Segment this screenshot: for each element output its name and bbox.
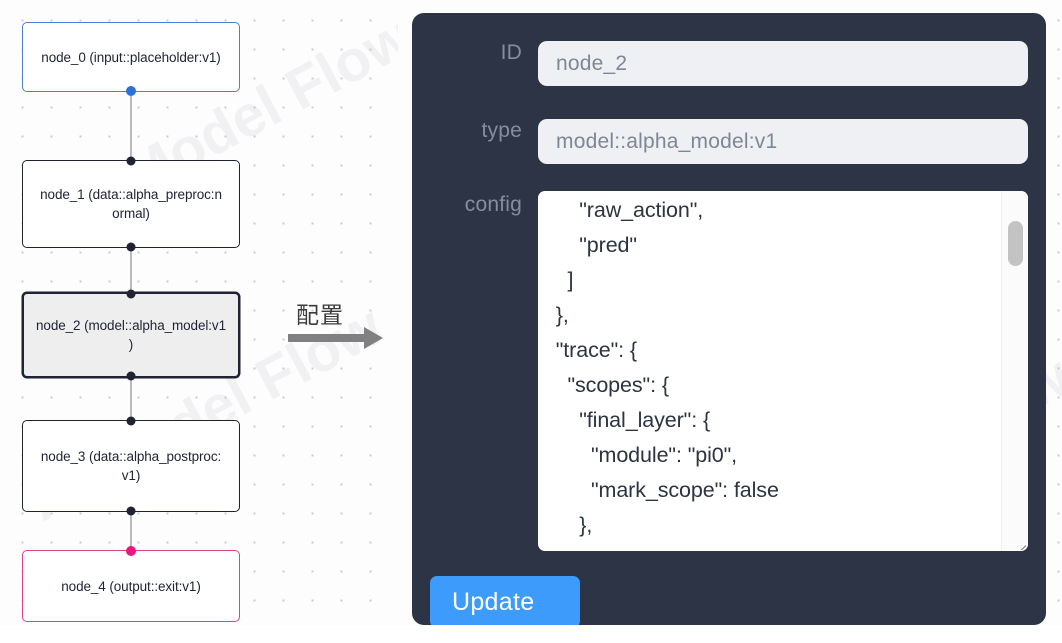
type-input[interactable]: model::alpha_model:v1 — [538, 119, 1028, 164]
config-scrollbar[interactable] — [1001, 191, 1028, 551]
flow-node-label: node_4 (output::exit:v1) — [61, 578, 201, 594]
transition-annotation: 配置 — [286, 296, 394, 358]
flow-node-node_1[interactable]: node_1 (data::alpha_preproc:n ormal) — [22, 156, 240, 252]
config-textarea-wrapper[interactable]: "raw_action", "pred" ] }, "trace": { "sc… — [538, 191, 1028, 551]
node-handle-source[interactable] — [126, 506, 136, 516]
config-scrollbar-thumb[interactable] — [1008, 221, 1023, 266]
edge-node2-node3 — [130, 378, 132, 420]
flow-node-label: node_1 (data::alpha_preproc:n ormal) — [40, 187, 222, 221]
node-handle-source[interactable] — [126, 242, 136, 252]
flow-node-label: node_3 (data::alpha_postproc: v1) — [40, 449, 222, 483]
flow-node-label: node_2 (model::alpha_model:v1 ) — [36, 318, 226, 352]
config-field-row: config "raw_action", "pred" ] }, "trace"… — [430, 191, 1028, 551]
resize-grip-icon[interactable] — [1006, 530, 1026, 550]
node-handle-target[interactable] — [126, 546, 136, 556]
node-handle-source[interactable] — [126, 86, 136, 96]
node-handle-target[interactable] — [126, 289, 136, 299]
flow-node-label: node_0 (input::placeholder:v1) — [41, 49, 221, 65]
transition-label: 配置 — [296, 303, 344, 329]
id-label: ID — [500, 41, 522, 64]
node-config-panel: ID node_2 type model::alpha_model:v1 con… — [412, 13, 1046, 625]
config-label: config — [464, 193, 522, 216]
id-input[interactable]: node_2 — [538, 41, 1028, 86]
node-handle-source[interactable] — [126, 371, 136, 381]
viewport-bottom-edge — [0, 626, 1062, 643]
edge-node3-node4 — [130, 512, 132, 550]
type-field-row: type model::alpha_model:v1 — [430, 119, 1028, 164]
edge-node1-node2 — [130, 248, 132, 292]
flow-canvas[interactable]: AI Model Flow AI Model Flow node_0 (inpu… — [0, 0, 422, 643]
right-arrow-head-icon — [364, 327, 383, 349]
node-handle-target[interactable] — [126, 416, 136, 426]
right-arrow-icon — [288, 334, 366, 342]
config-textarea[interactable]: "raw_action", "pred" ] }, "trace": { "sc… — [555, 198, 779, 551]
flow-node-node_4[interactable]: node_4 (output::exit:v1) — [22, 546, 240, 622]
node-handle-target[interactable] — [126, 156, 136, 166]
update-button[interactable]: Update — [430, 576, 580, 625]
flow-node-node_2[interactable]: node_2 (model::alpha_model:v1 ) — [22, 289, 240, 381]
edge-node0-node1 — [130, 92, 132, 160]
type-label: type — [481, 119, 522, 142]
flow-node-node_0[interactable]: node_0 (input::placeholder:v1) — [22, 22, 240, 96]
flow-node-node_3[interactable]: node_3 (data::alpha_postproc: v1) — [22, 416, 240, 516]
id-field-row: ID node_2 — [430, 41, 1028, 86]
